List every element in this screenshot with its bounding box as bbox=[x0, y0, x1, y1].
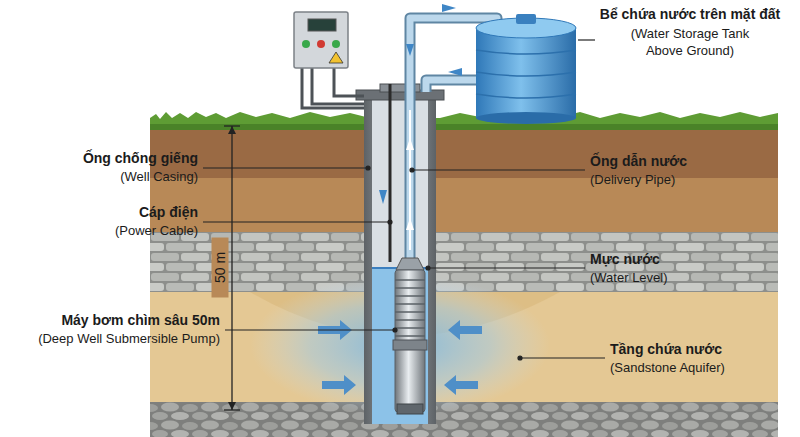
leader-lines bbox=[203, 40, 605, 360]
part-label: Máy bơm chìm sâu 50m bbox=[0, 312, 220, 329]
part-label: Mực nước bbox=[590, 251, 780, 268]
part-label: (Sandstone Aquifer) bbox=[610, 359, 790, 376]
part-label: (Water Level) bbox=[590, 269, 780, 286]
submersible-pump bbox=[393, 258, 427, 414]
part-label: Ống chống giếng bbox=[8, 150, 198, 167]
part-label: (Water Storage Tank Above Ground) bbox=[615, 25, 765, 59]
power-cable bbox=[389, 84, 392, 262]
control-box bbox=[294, 12, 364, 108]
well-casing bbox=[356, 84, 444, 424]
part-label: Bể chứa nước trên mặt đất bbox=[580, 6, 800, 23]
dimension-label: 50 m bbox=[212, 238, 229, 298]
water-tank bbox=[476, 14, 576, 124]
part-label: (Deep Well Submersible Pump) bbox=[0, 330, 220, 347]
part-label: Cáp điện bbox=[8, 204, 198, 221]
flow-arrows bbox=[379, 4, 462, 230]
part-label: Ống dẫn nước bbox=[590, 153, 780, 170]
part-label: (Well Casing) bbox=[8, 168, 198, 185]
part-label: (Delivery Pipe) bbox=[590, 171, 780, 188]
part-label: Tầng chứa nước bbox=[610, 341, 790, 358]
part-label: (Power Cable) bbox=[8, 222, 198, 239]
